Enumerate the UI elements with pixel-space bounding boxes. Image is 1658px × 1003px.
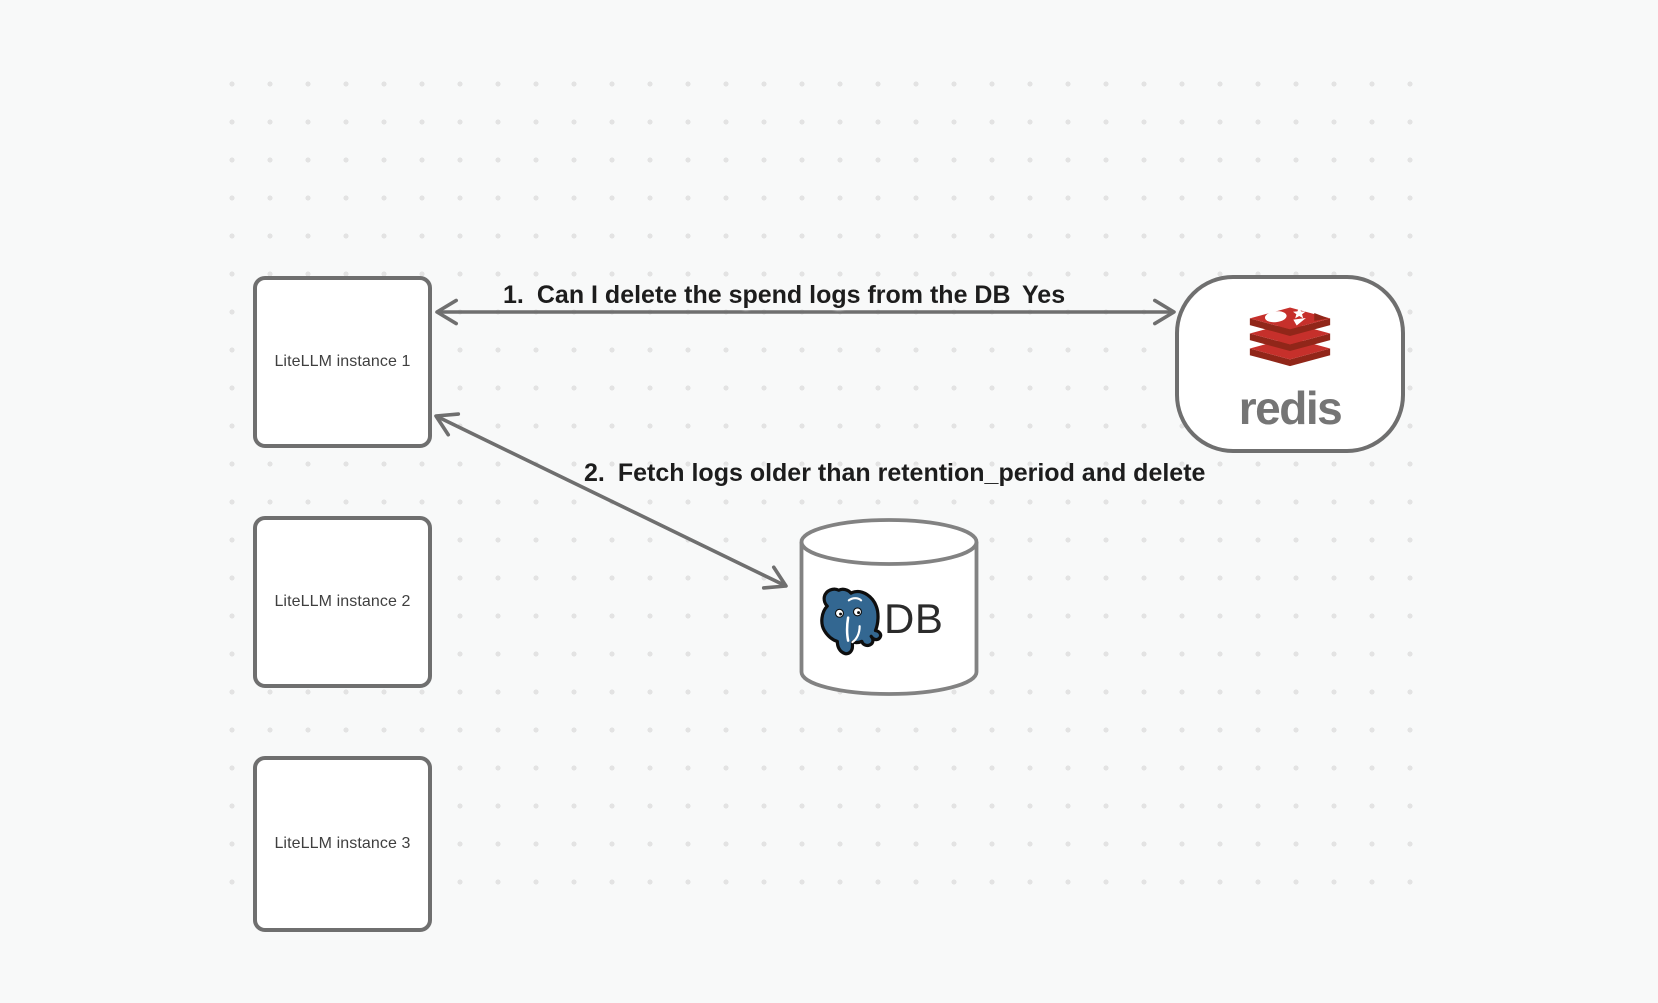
db-label: DB (884, 595, 944, 642)
node-litellm-instance-3[interactable]: LiteLLM instance 3 (253, 756, 432, 932)
arrow-2-label: 2. Fetch logs older than retention_perio… (584, 459, 1206, 488)
database-cylinder[interactable] (798, 516, 980, 698)
arrow-1-response-text: Yes (1022, 281, 1066, 309)
node-redis[interactable]: redis (1175, 275, 1405, 453)
node-litellm-instance-1[interactable]: LiteLLM instance 1 (253, 276, 432, 448)
redis-logo-icon (1249, 307, 1331, 367)
arrow-1-label: 1. Can I delete the spend logs from the … (503, 281, 1011, 310)
redis-wordmark: redis (1238, 382, 1343, 434)
node-litellm-instance-2-label: LiteLLM instance 2 (274, 593, 411, 610)
node-litellm-instance-1-label: LiteLLM instance 1 (274, 353, 411, 370)
arrow-1-response-label: Yes (1022, 281, 1066, 310)
arrow-2-number: 2. (584, 459, 605, 487)
arrow-1-number: 1. (503, 281, 524, 309)
node-litellm-instance-3-label: LiteLLM instance 3 (274, 835, 411, 852)
arrow-1-text: Can I delete the spend logs from the DB (536, 281, 1011, 309)
arrow-2-text: Fetch logs older than retention_period a… (617, 459, 1206, 487)
postgresql-elephant-icon (820, 587, 883, 656)
node-litellm-instance-2[interactable]: LiteLLM instance 2 (253, 516, 432, 688)
